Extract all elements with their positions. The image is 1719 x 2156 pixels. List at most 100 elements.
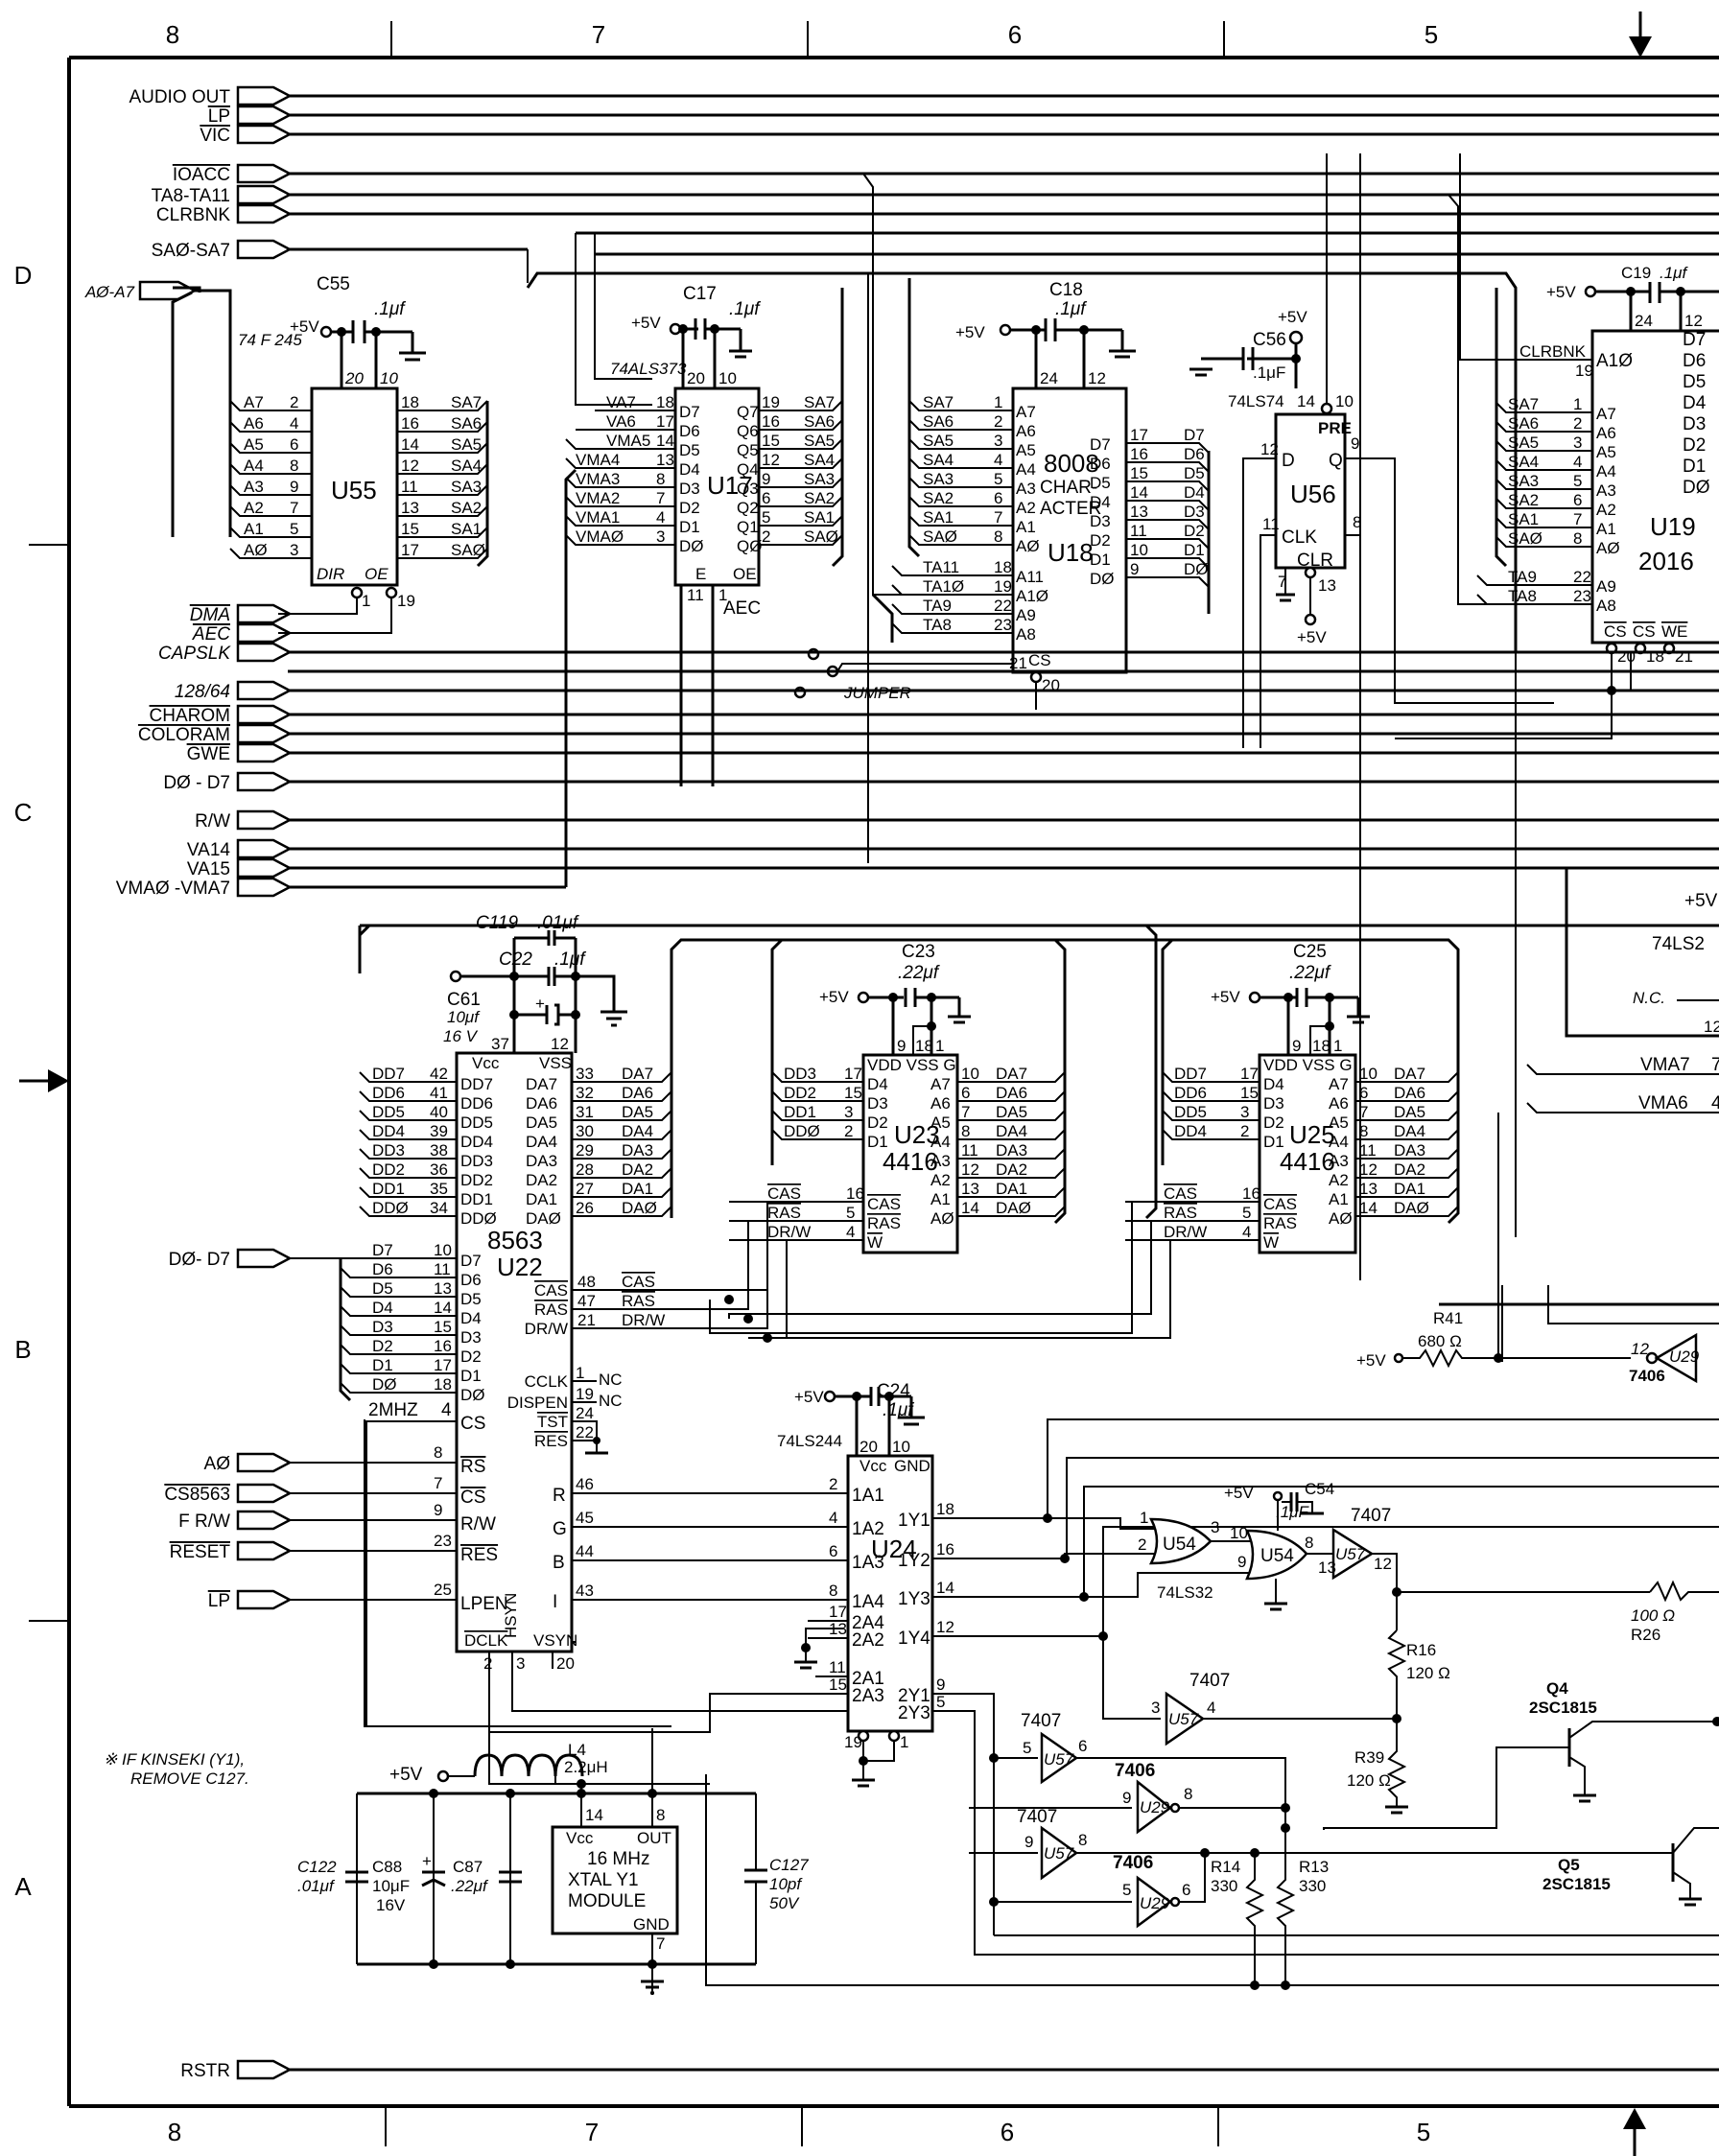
u55-right-wire xyxy=(397,527,488,538)
u57a-pin12: 12 xyxy=(1374,1555,1392,1573)
u55-pin-dir: 1 xyxy=(362,592,370,610)
u29a-pin9: 9 xyxy=(1122,1789,1131,1807)
u17-right-wire xyxy=(759,457,843,469)
u17-right-port: Q3 xyxy=(737,480,759,498)
u22-da-wire xyxy=(572,1206,672,1217)
u22-d-wire xyxy=(340,1382,457,1394)
u24-right-port: 1Y3 xyxy=(898,1589,930,1609)
u19-left-port: A5 xyxy=(1596,443,1616,461)
u22-c61-ref: C61 xyxy=(447,990,481,1010)
connector-label-lp-top: LP xyxy=(208,106,230,127)
u55-left-pin: 3 xyxy=(290,541,298,559)
u17-right-port: QØ xyxy=(737,537,762,555)
u22-vss-label: VSS xyxy=(539,1054,572,1072)
u19-bottom-port: CS xyxy=(1633,622,1656,641)
u22-nc-port: DISPEN xyxy=(507,1394,568,1412)
r41-ref: R41 xyxy=(1433,1309,1463,1327)
u22-dd-port: DD5 xyxy=(460,1113,493,1132)
right-pin12: 12 xyxy=(1704,1018,1719,1036)
u19-left-port: A3 xyxy=(1596,481,1616,500)
u19-left-port: A7 xyxy=(1596,405,1616,423)
u25-pins-right-wire xyxy=(1355,1090,1459,1102)
u23-pins-right-port: AØ xyxy=(930,1209,954,1228)
u18-right-signal: D5 xyxy=(1184,464,1205,482)
u22-dd-pin: 42 xyxy=(430,1065,448,1083)
u23-pins-left-pin: 17 xyxy=(844,1065,862,1083)
u22-da-port: DA1 xyxy=(526,1190,557,1208)
u18-right-pin: 14 xyxy=(1130,483,1148,502)
u54b-or-gate xyxy=(1244,1529,1308,1581)
u55-sa-bus xyxy=(476,401,489,568)
u17-pin-oe: 1 xyxy=(718,586,727,604)
u25-pins-right-signal: DAØ xyxy=(1394,1199,1429,1217)
zone-bottom-8: 8 xyxy=(168,2118,181,2146)
u19-left-pin: 22 xyxy=(1573,568,1591,586)
u22-tst-pin: 24 xyxy=(576,1404,594,1422)
u22-ctrl-port: DR/W xyxy=(525,1320,568,1338)
u19-ref: U19 xyxy=(1650,512,1696,541)
u23-pins-right-wire xyxy=(957,1206,1066,1217)
u17-left-wire xyxy=(565,477,675,488)
u19-left-wire xyxy=(1495,440,1592,452)
u24-pin-gnd: 10 xyxy=(892,1438,910,1456)
u23-pins-right-signal: DAØ xyxy=(996,1199,1031,1217)
u23-pins-left-signal: DD1 xyxy=(784,1103,816,1121)
r26-ref: R26 xyxy=(1631,1626,1660,1644)
u25-pins-right-signal: DA7 xyxy=(1394,1065,1425,1083)
u23-pins-ctrl-pin: 5 xyxy=(846,1204,855,1222)
connector-dma xyxy=(236,603,293,624)
u22-dd-wire xyxy=(359,1129,457,1140)
u24-right-port: 2Y3 xyxy=(898,1703,930,1723)
u56-clr-vcc: +5V xyxy=(1297,628,1327,646)
u56-pin-d: 12 xyxy=(1260,440,1279,458)
u57d-pin8: 8 xyxy=(1078,1831,1087,1849)
u18-left-wire xyxy=(908,457,1013,469)
u22-dd-port: DD6 xyxy=(460,1094,493,1113)
u22-dd-signal: DDØ xyxy=(372,1199,409,1217)
u23-pins-ctrl-signal: DR/W xyxy=(767,1223,811,1241)
u18-left-signal: SA4 xyxy=(923,451,954,469)
u24-left-pin: 15 xyxy=(829,1676,847,1694)
u25-pins-right-pin: 13 xyxy=(1359,1180,1378,1198)
u22-d-wire xyxy=(340,1363,457,1374)
u24-gnd-label: GND xyxy=(894,1457,930,1475)
u19-left-pin: 4 xyxy=(1573,453,1582,471)
right-nc: N.C. xyxy=(1633,989,1665,1007)
u25-pins-ctrl-pin: 16 xyxy=(1242,1184,1260,1203)
u17-left-signal: VMA4 xyxy=(576,451,620,469)
u18-left-signal: TA11 xyxy=(923,558,959,576)
u19-part: 2016 xyxy=(1638,547,1694,575)
u22-d-port: D3 xyxy=(460,1328,482,1347)
u17-right-wire xyxy=(759,419,843,431)
u22-bottom-pin: 20 xyxy=(556,1654,575,1673)
u55-left-wire xyxy=(229,548,312,559)
u55-left-wire xyxy=(229,421,312,433)
u19-left-port: A6 xyxy=(1596,424,1616,442)
u22-vcc-label: Vcc xyxy=(472,1054,500,1072)
connector-sa0-sa7 xyxy=(236,239,293,260)
u25-pins-left-port: D1 xyxy=(1263,1133,1284,1151)
u29b-ref: U29 xyxy=(1140,1894,1170,1912)
u25-pins-right-signal: DA2 xyxy=(1394,1160,1425,1179)
oscillator-block: ※ IF KINSEKI (Y1), REMOVE C127. +5V L4 2… xyxy=(104,1728,809,1995)
u19-left-port: A8 xyxy=(1596,597,1616,615)
connector-label-d0-d7: DØ - D7 xyxy=(163,773,230,793)
a0-a7-bus xyxy=(195,289,232,537)
video-logic: U54 1 2 3 74LS32 U54 10 9 8 +5V C54 .1μF… xyxy=(932,1418,1719,1907)
u17-left-pin: 4 xyxy=(656,508,665,527)
u18-right-port: DØ xyxy=(1090,570,1115,588)
u25-pins-left-wire xyxy=(1162,1090,1260,1102)
c127-val: 10pf xyxy=(769,1875,803,1893)
u22-ctrl-signal: DR/W xyxy=(622,1311,665,1329)
connector-gwe xyxy=(236,742,293,763)
u18-right-port: D6 xyxy=(1090,455,1111,473)
u19-right-port: D5 xyxy=(1683,372,1706,392)
u18-right-signal: D6 xyxy=(1184,445,1205,463)
u22-c61-volt: 16 V xyxy=(443,1027,479,1045)
u55-left-wire xyxy=(229,505,312,517)
c61-plus: + xyxy=(535,995,545,1013)
u25-pins-right-pin: 7 xyxy=(1359,1103,1368,1121)
u18-left-signal: SAØ xyxy=(923,527,957,546)
u18-left-signal: SA6 xyxy=(923,412,954,431)
